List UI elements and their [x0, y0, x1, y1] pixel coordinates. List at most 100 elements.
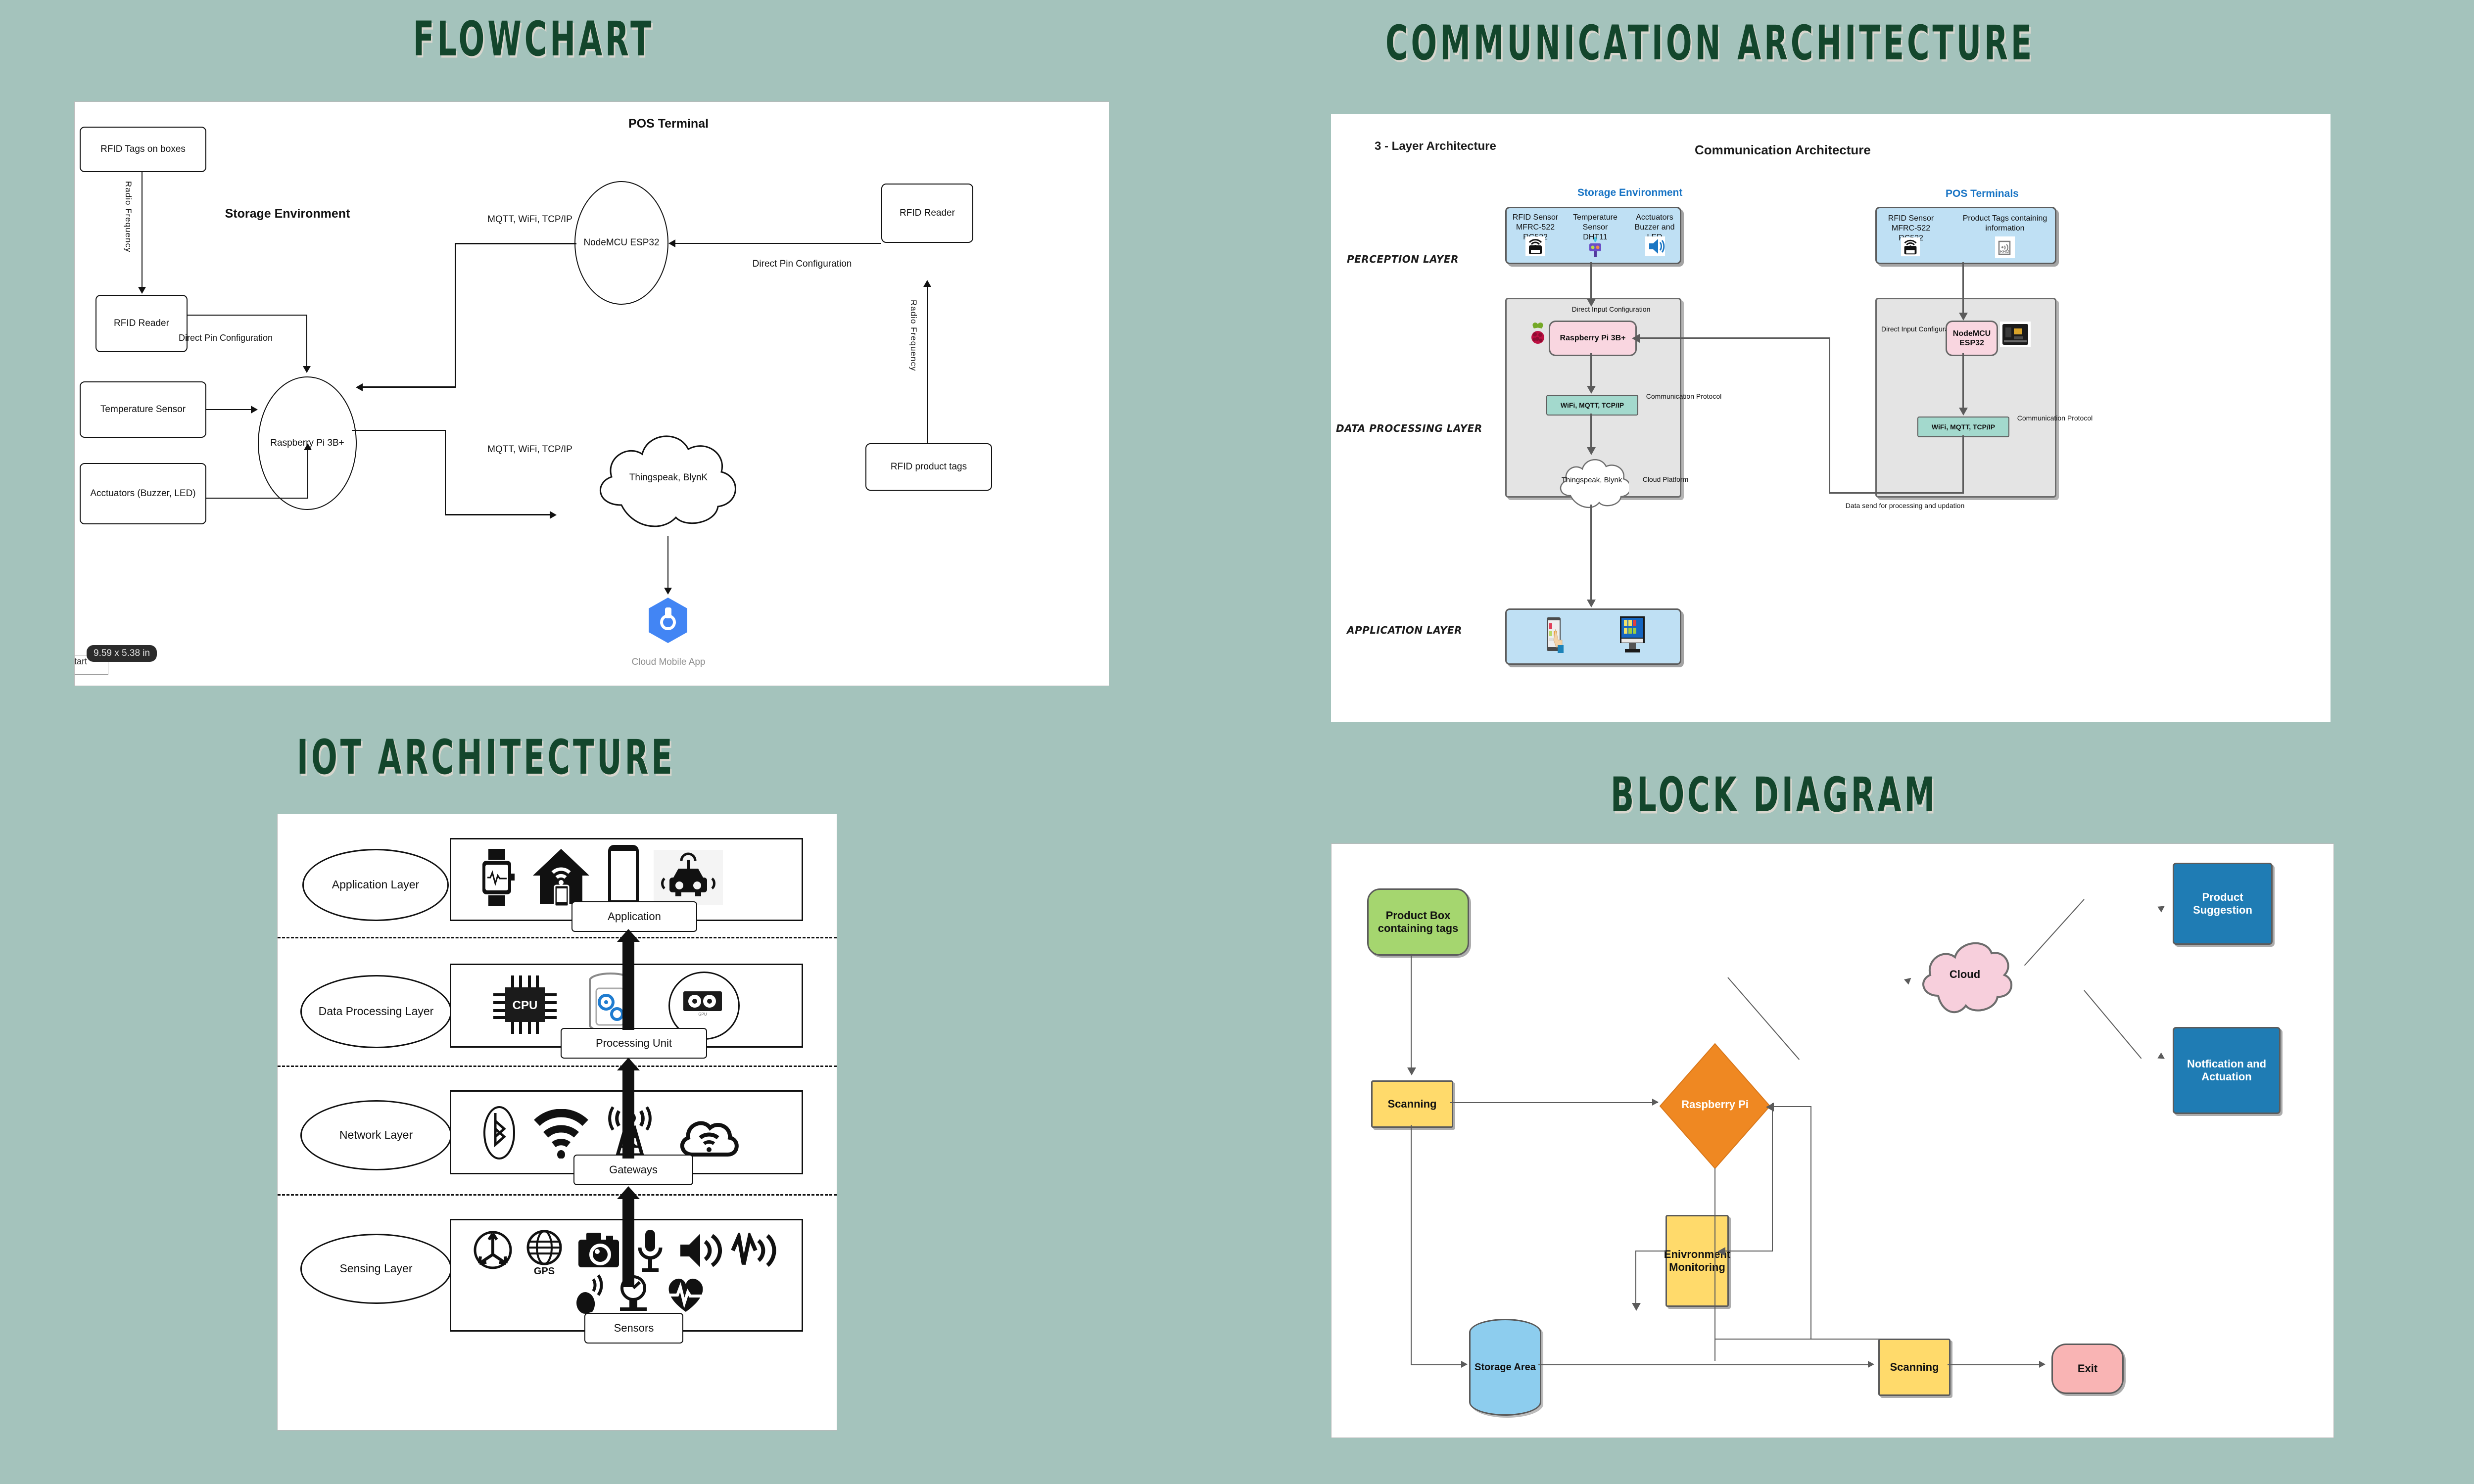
application-layer-box — [1505, 608, 1681, 665]
block-arrowhead-scanning2-to-exit — [2039, 1361, 2046, 1368]
block-arrowhead-storage-to-scanning2 — [1868, 1361, 1874, 1368]
edge-label-direct-pin-left: Direct Pin Configuration — [178, 333, 273, 343]
node-thingspeak-label: Thingspeak, BlynK — [629, 472, 708, 483]
arrowhead-cloud-to-app — [664, 588, 672, 595]
connected-car-icon — [654, 850, 723, 905]
arrowhead-mcu-to-pi — [356, 383, 363, 391]
svg-text:GPU: GPU — [698, 1012, 707, 1017]
arrowhead-perception-storage — [1587, 299, 1596, 307]
block-node-product-box: Product Box containing tags — [1367, 888, 1469, 956]
nodemcu-board-icon — [2000, 322, 2031, 347]
smart-home-icon — [533, 849, 589, 907]
desktop-monitor-icon — [1620, 616, 1645, 652]
note-protocol-pos: Communication Protocol — [2017, 414, 2093, 422]
group-title-storage-environment: Storage Environment — [1577, 187, 1683, 198]
temperature-sensor-icon — [1589, 236, 1601, 257]
perception-storage-dev-1-label: Temperature Sensor DHT11 — [1565, 213, 1626, 242]
cloud-mobile-app-icon — [649, 598, 687, 643]
microphone-icon — [638, 1230, 663, 1272]
block-edge-cloud-to-suggestion — [2024, 899, 2085, 966]
comm-subtitle-left: 3 - Layer Architecture — [1375, 139, 1496, 153]
block-edge-storage-to-scanning2 — [1538, 1364, 1871, 1365]
cpu-chip-icon: CPU — [493, 975, 557, 1034]
arrowhead-protocol-to-cloud — [1587, 447, 1596, 455]
iot-divider-1 — [278, 937, 837, 938]
iot-divider-2 — [278, 1066, 837, 1067]
block-arrowhead-envmon-feedback — [1717, 1247, 1725, 1256]
perception-pos-dev-1-line1: Product Tags containing — [1962, 214, 2047, 223]
block-node-cloud-label: Cloud — [1949, 968, 1981, 981]
perception-pos-dev-0-line1: RFID Sensor — [1888, 214, 1934, 223]
title-iot: IOT ARCHITECTURE — [297, 729, 675, 786]
block-edge-productbox-to-scanning — [1411, 954, 1412, 1071]
camera-icon — [578, 1233, 619, 1267]
iot-tag-application: Application — [571, 901, 697, 932]
edge-cloud-to-application — [1590, 505, 1592, 603]
vibration-icon — [731, 1233, 776, 1267]
iot-layer-label-data-processing: Data Processing Layer — [300, 975, 452, 1048]
edge-tags-to-reader — [142, 172, 143, 288]
rfid-tag-icon: RFID — [1995, 236, 2015, 258]
edge-pi-to-protocol-storage — [1590, 353, 1592, 390]
block-arrowhead-envmon-to-storage — [1632, 1303, 1641, 1311]
node-actuators: Acctuators (Buzzer, LED) — [80, 463, 206, 524]
block-node-notification: Notfication and Actuation — [2173, 1027, 2281, 1114]
heartbeat-icon — [668, 1278, 703, 1312]
title-communication: COMMUNICATION ARCHITECTURE — [1385, 14, 2035, 71]
edge-pos-to-pi-riser — [1829, 337, 1830, 493]
edge-perception-to-processing-pos — [1962, 262, 1964, 316]
communication-panel: 3 - Layer Architecture Communication Arc… — [1331, 114, 2331, 722]
arrowhead-mcu-to-protocol-pos — [1959, 408, 1968, 416]
smartwatch-icon — [482, 849, 515, 906]
group-title-pos-terminals: POS Terminals — [1946, 188, 2019, 199]
block-panel: Product Box containing tags Scanning Pro… — [1331, 843, 2334, 1438]
block-edge-scan2-connector — [1714, 1339, 1881, 1340]
comm-subtitle-center: Communication Architecture — [1695, 142, 1871, 157]
arrowhead-cloud-to-application — [1587, 600, 1596, 607]
block-node-scanning-1: Scanning — [1371, 1080, 1453, 1128]
arrowhead-tags-to-reader-right — [923, 280, 931, 287]
iot-tag-sensors: Sensors — [584, 1313, 683, 1344]
block-edge-return-to-pi-h — [1772, 1106, 1811, 1107]
gpu-card-icon: GPU — [683, 991, 722, 1017]
arrowhead-pi-to-cloud — [550, 511, 557, 519]
edge-label-mqtt-bottom: MQTT, WiFi, TCP/IP — [487, 444, 572, 455]
note-protocol-storage: Communication Protocol — [1646, 392, 1722, 400]
edge-pi-to-cloud-h2 — [445, 514, 555, 515]
cloud-wifi-icon — [680, 1121, 739, 1157]
arrowhead-pos-to-pi — [1632, 334, 1640, 343]
edge-label-direct-pin-right: Direct Pin Configuration — [752, 258, 852, 269]
edge-mcu-to-protocol-pos — [1962, 353, 1964, 412]
block-edge-envmon-to-storage-v — [1635, 1251, 1636, 1306]
iot-layer-label-application: Application Layer — [302, 849, 449, 921]
node-thingspeak-blynk: Thingspeak, Blynk — [1561, 475, 1622, 484]
thingspeak-cloud-shape — [1560, 459, 1629, 509]
edge-reader-to-pi-v — [306, 315, 307, 368]
iot-layer-label-application-text: Application Layer — [332, 878, 420, 891]
node-rfid-tags-on-boxes: RFID Tags on boxes — [80, 127, 206, 172]
iot-arrowhead-sensing-to-network — [617, 1186, 640, 1199]
node-protocol-storage: WiFi, MQTT, TCP/IP — [1546, 395, 1638, 416]
node-temperature-sensor: Temperature Sensor — [80, 381, 206, 438]
svg-text:RFID: RFID — [2000, 249, 2009, 254]
iot-tag-processing-unit: Processing Unit — [561, 1028, 707, 1059]
iot-panel: Application Layer Application Dat — [277, 814, 837, 1431]
edge-pi-to-cloud-h1 — [352, 430, 446, 431]
block-arrowhead-scanning-to-pi — [1652, 1099, 1659, 1106]
layer-label-data-processing: DATA PROCESSING LAYER — [1336, 422, 1482, 434]
block-arrowhead-cloud-to-suggestion — [2157, 903, 2167, 913]
flowchart-heading-pos: POS Terminal — [628, 117, 709, 131]
edge-perception-to-processing-storage — [1590, 262, 1592, 302]
edge-temp-to-pi — [206, 409, 254, 410]
node-nodemcu-esp32: NodeMCU ESP32 — [574, 181, 668, 305]
edge-label-mqtt-top: MQTT, WiFi, TCP/IP — [487, 214, 572, 225]
node-nodemcu-esp32: NodeMCU ESP32 — [1946, 321, 1998, 356]
rfid-reader-icon — [1901, 237, 1920, 257]
node-thingspeak-cloud-shape — [599, 435, 736, 527]
note-data-send: Data send for processing and updation — [1845, 502, 1965, 510]
arrowhead-act-to-pi — [304, 443, 312, 450]
perception-storage-dev-2-line1: Acctuators — [1636, 213, 1673, 222]
node-rfid-reader-left: RFID Reader — [95, 295, 188, 352]
arrowhead-reader-to-mcu — [668, 239, 675, 247]
flowchart-heading-storage: Storage Environment — [225, 207, 350, 221]
